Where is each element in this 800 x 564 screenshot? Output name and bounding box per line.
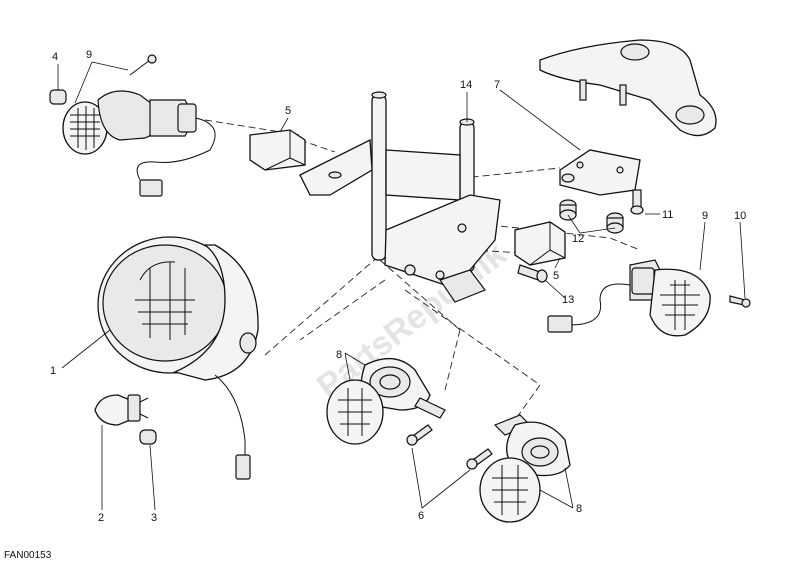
callout-6: 6 — [418, 510, 424, 522]
callout-13: 13 — [562, 294, 574, 306]
callout-4: 4 — [52, 51, 58, 63]
callout-8-upper: 8 — [336, 349, 342, 361]
screw-11 — [630, 189, 644, 215]
callout-5-lower: 5 — [553, 270, 559, 282]
leader-lines — [57, 61, 746, 511]
parking-bulb — [139, 429, 157, 445]
relay-upper — [249, 129, 306, 171]
right-turn-indicator — [547, 259, 751, 337]
callout-11: 11 — [662, 209, 673, 221]
callout-2: 2 — [98, 512, 104, 524]
diagram-code: FAN00153 — [4, 550, 52, 561]
callout-14: 14 — [460, 79, 472, 91]
headlight-bulb — [94, 394, 149, 426]
callout-3: 3 — [151, 512, 157, 524]
headlight — [97, 236, 259, 480]
horn-screws — [406, 424, 493, 470]
callouts: 4 9 5 14 7 11 12 9 10 5 13 1 8 2 3 6 8 — [50, 49, 746, 524]
relay-lower — [514, 221, 566, 266]
callout-9-right: 9 — [702, 210, 708, 222]
callout-5-upper: 5 — [285, 105, 291, 117]
callout-8-lower: 8 — [576, 503, 582, 515]
headlight-bracket — [299, 91, 501, 303]
top-yoke — [539, 39, 717, 137]
callout-1: 1 — [50, 365, 56, 377]
left-turn-indicator — [49, 54, 216, 197]
horn-lower — [479, 414, 571, 523]
callout-7: 7 — [494, 79, 500, 91]
horn-upper — [326, 358, 446, 445]
screw-13 — [517, 264, 548, 283]
callout-10: 10 — [734, 210, 746, 222]
callout-12: 12 — [572, 233, 584, 245]
indicator-bracket — [559, 149, 641, 196]
callout-9-left: 9 — [86, 49, 92, 61]
